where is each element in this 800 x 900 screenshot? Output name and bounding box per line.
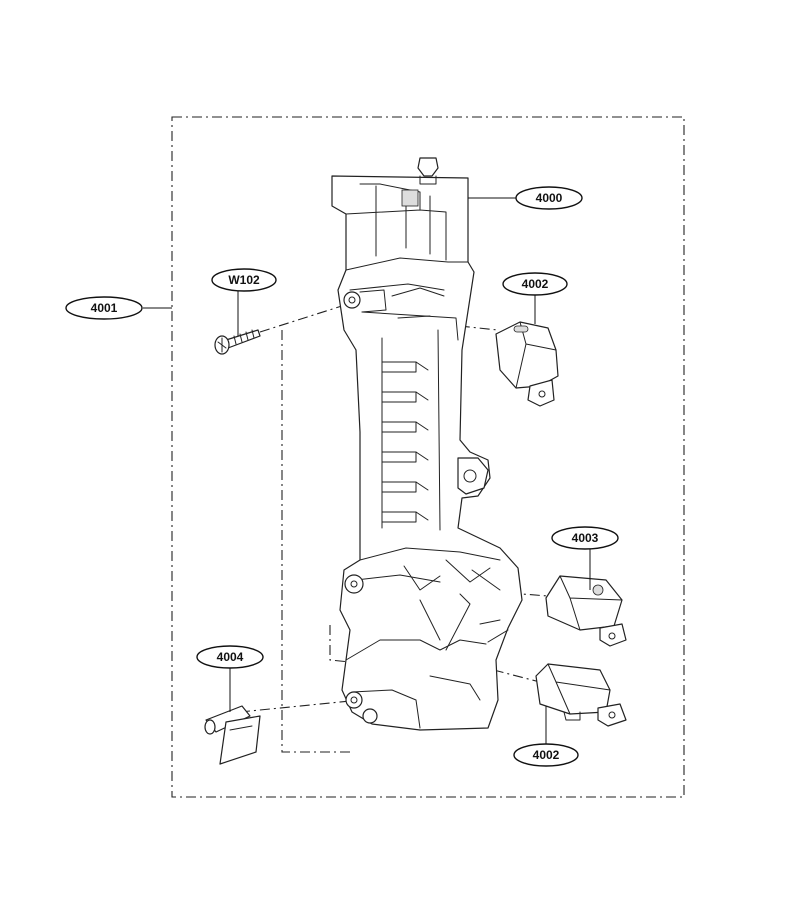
assembly-boundary [171, 116, 685, 798]
frame-part-4000 [331, 157, 523, 731]
callout-label-4003: 4003 [572, 531, 599, 545]
callout-4004: 4004 [196, 645, 264, 669]
callout-label-4004: 4004 [217, 650, 244, 664]
callout-4000: 4000 [515, 186, 583, 210]
callout-4001: 4001 [65, 296, 143, 320]
switch-part-4002-upper [495, 321, 559, 407]
switch-part-4003 [545, 575, 627, 647]
callout-label-4002-upper: 4002 [522, 277, 549, 291]
lever-part-4004 [204, 705, 261, 765]
callout-label-4000: 4000 [536, 191, 563, 205]
callout-label-4002-lower: 4002 [533, 748, 560, 762]
callout-label-w102: W102 [228, 273, 260, 287]
callout-4002-lower: 4002 [513, 743, 579, 767]
callout-w102: W102 [211, 268, 277, 292]
callout-label-4001: 4001 [91, 301, 118, 315]
switch-part-4002-lower [535, 663, 627, 727]
leader-lines [143, 197, 591, 744]
screw-part-w102 [214, 329, 261, 355]
callout-4002-upper: 4002 [502, 272, 568, 296]
callout-4003: 4003 [551, 526, 619, 550]
